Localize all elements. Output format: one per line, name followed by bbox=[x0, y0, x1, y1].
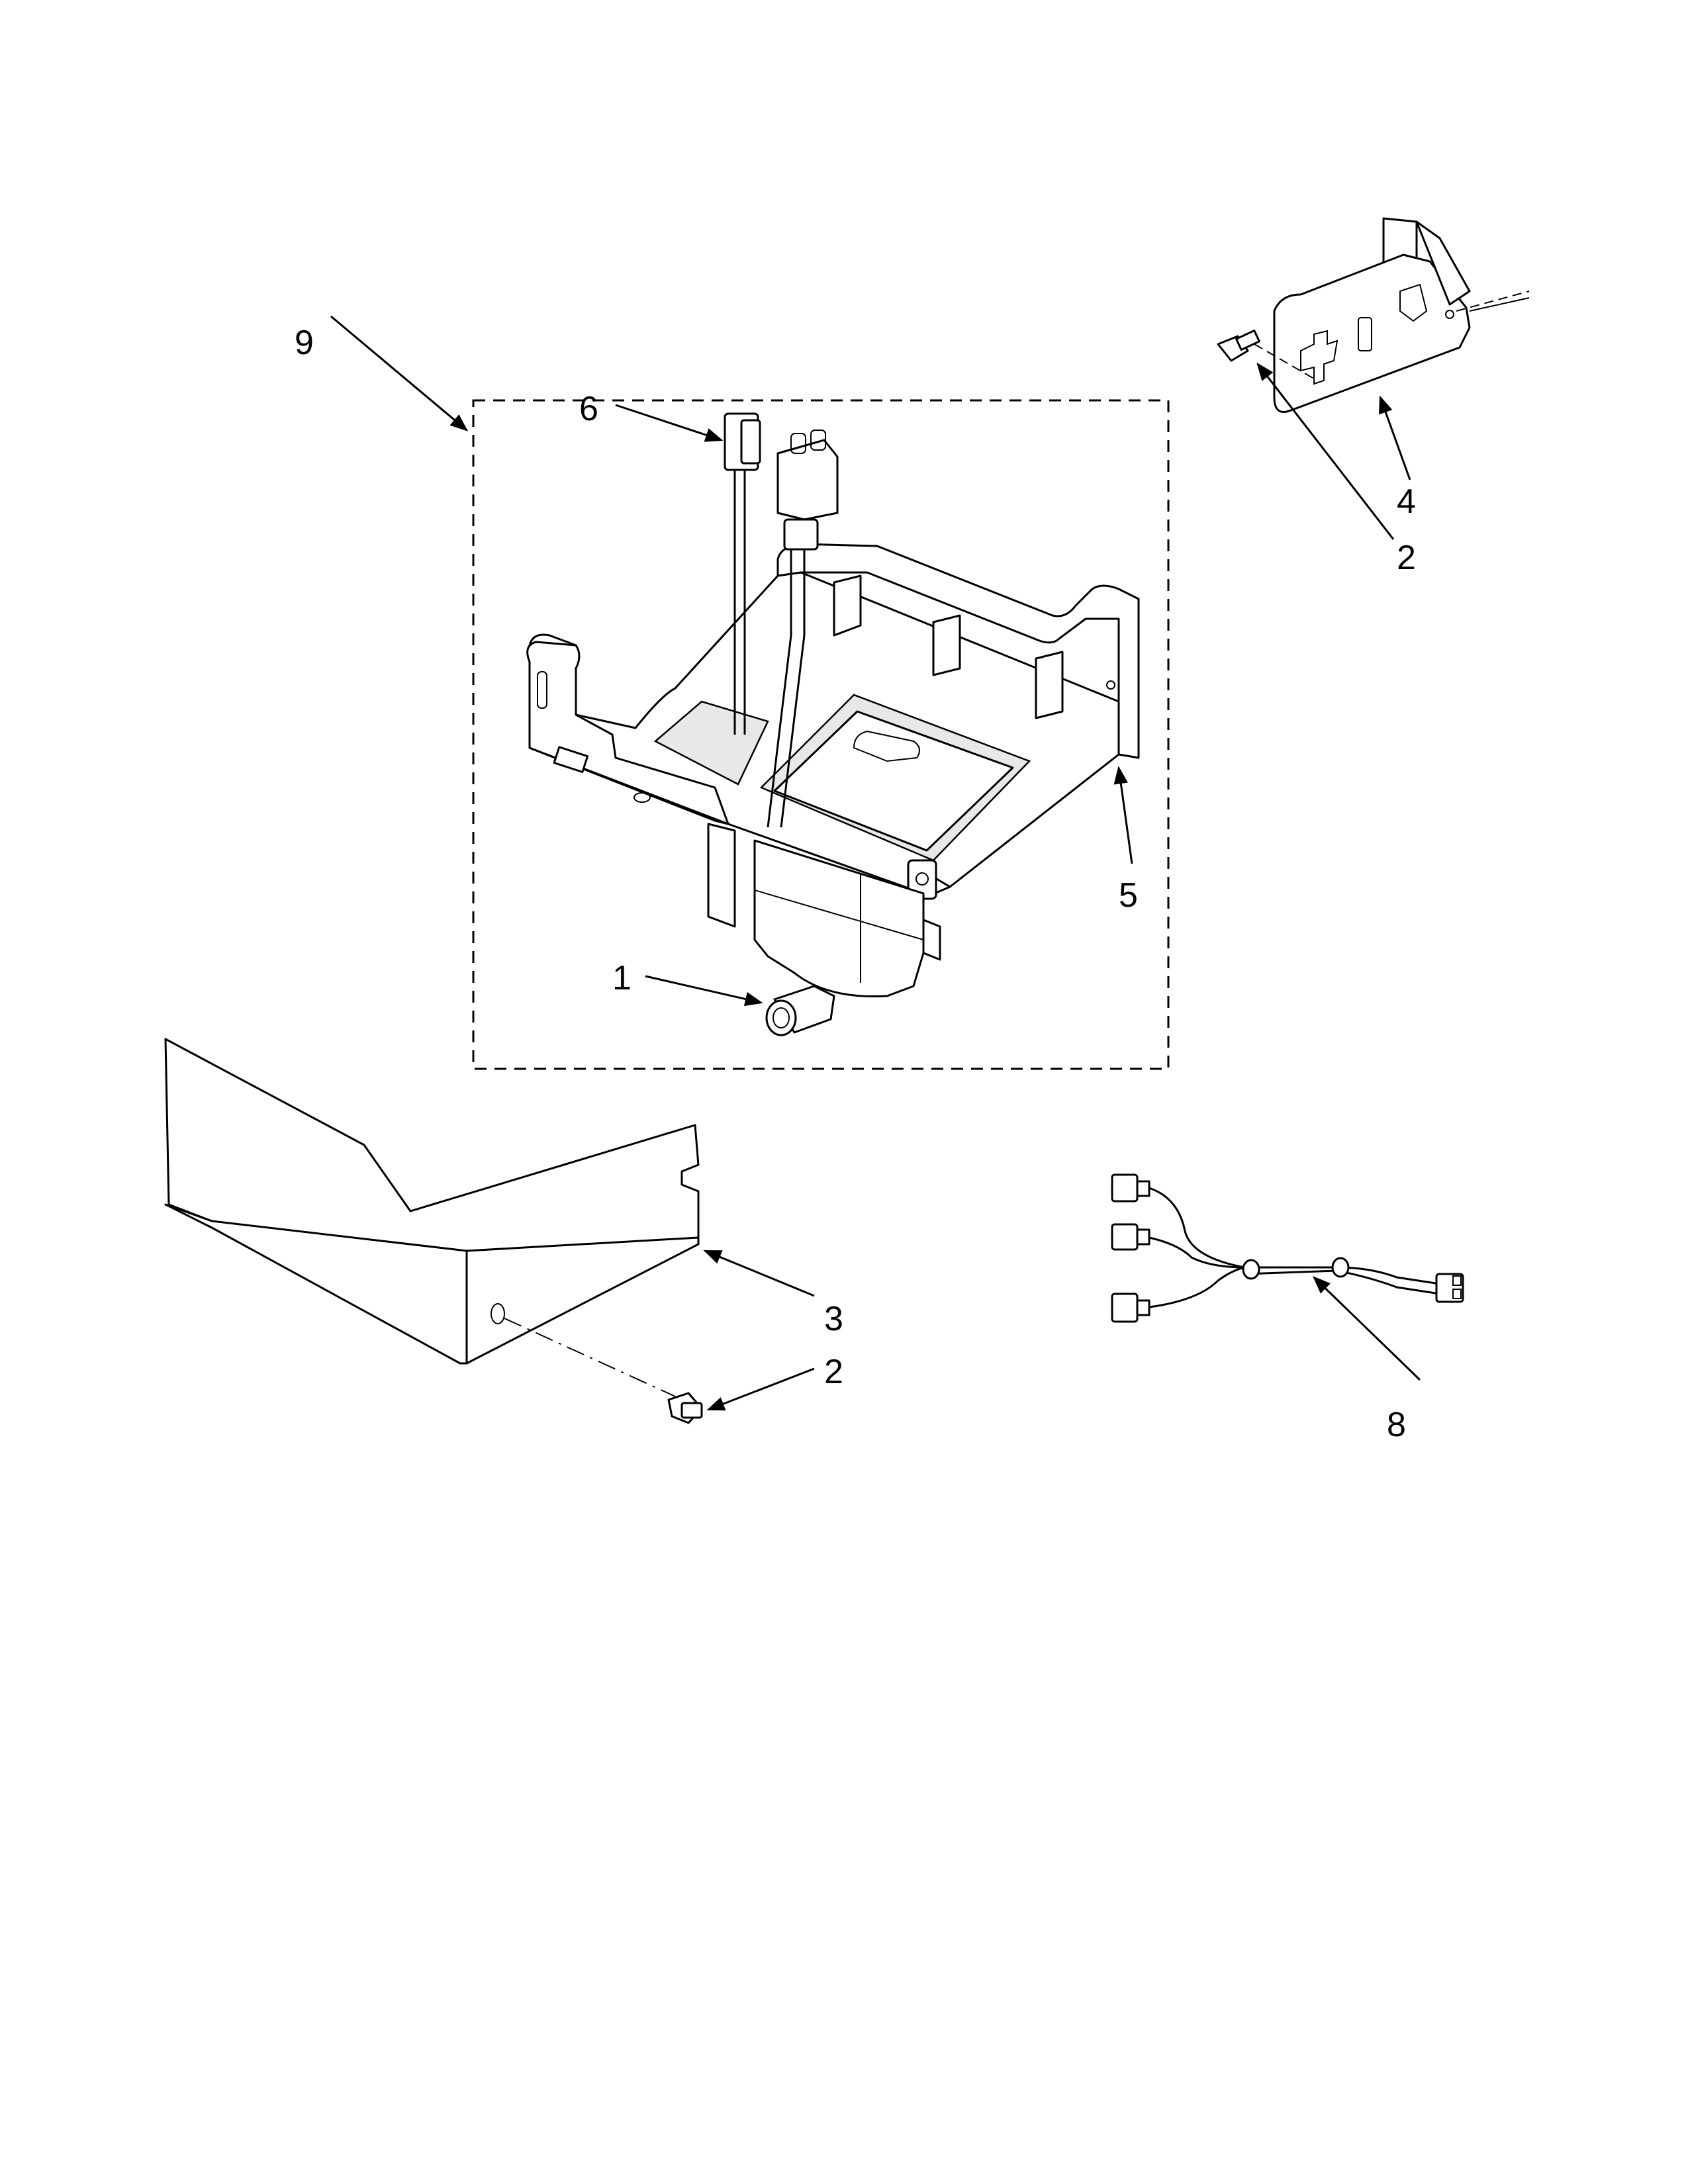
callout-6: 6 bbox=[579, 390, 598, 428]
screw-lower-part bbox=[667, 1392, 703, 1424]
callout-9: 9 bbox=[295, 324, 314, 362]
callout-2-lower: 2 bbox=[824, 1353, 843, 1391]
pump-bracket-part bbox=[526, 543, 1140, 928]
wire-harness-part bbox=[1111, 1173, 1464, 1323]
screw-upper-part bbox=[1217, 330, 1318, 381]
leader-4 bbox=[1379, 395, 1411, 480]
callout-2-upper: 2 bbox=[1397, 539, 1416, 577]
leader-2b bbox=[706, 1367, 815, 1411]
mounting-bracket-part bbox=[1273, 217, 1530, 413]
wire-connector-part bbox=[724, 412, 839, 828]
leader-5 bbox=[1113, 766, 1133, 864]
leader-9 bbox=[330, 315, 469, 432]
callout-3: 3 bbox=[824, 1300, 843, 1338]
drain-pump-part bbox=[753, 839, 941, 1036]
leader-8 bbox=[1313, 1276, 1421, 1381]
leader-2a bbox=[1256, 362, 1395, 540]
callout-8: 8 bbox=[1387, 1406, 1406, 1444]
callout-4: 4 bbox=[1397, 482, 1416, 521]
callout-5: 5 bbox=[1119, 876, 1138, 915]
cover-panel-part bbox=[164, 1038, 700, 1397]
leader-1 bbox=[645, 975, 763, 1007]
assembly-dashed-box bbox=[472, 399, 1170, 1070]
leader-6 bbox=[615, 404, 724, 442]
leader-3 bbox=[703, 1250, 815, 1297]
callout-1: 1 bbox=[612, 959, 632, 997]
